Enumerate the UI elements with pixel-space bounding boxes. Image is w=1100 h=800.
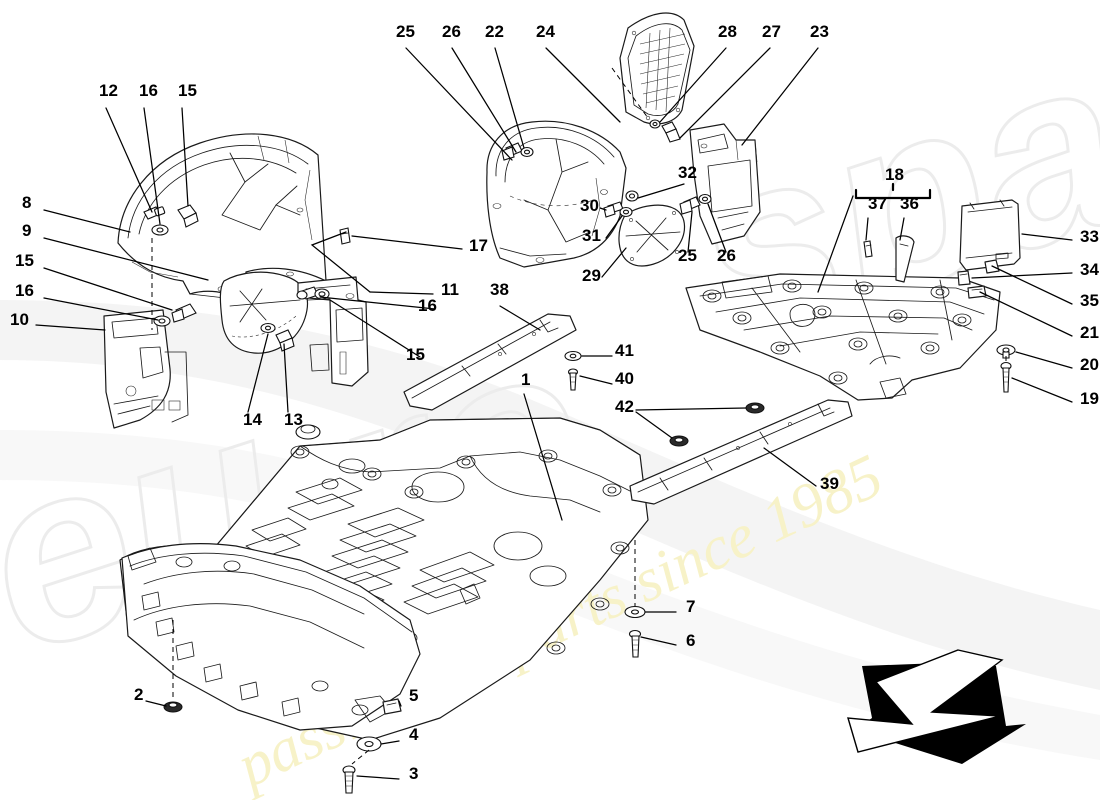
grommet-42-a — [745, 402, 765, 414]
bolt-19 — [1000, 361, 1012, 393]
parts-geometry-layer — [103, 12, 1021, 794]
callout-21: 21 — [1080, 323, 1099, 342]
washer-7 — [624, 605, 646, 619]
callout-29: 29 — [582, 266, 601, 285]
grommet-32 — [625, 190, 639, 202]
callout-1: 1 — [521, 370, 530, 389]
callout-32: 32 — [678, 163, 697, 182]
grommet-42-b — [669, 435, 689, 447]
callout-8: 8 — [22, 193, 31, 212]
callout-35: 35 — [1080, 291, 1099, 310]
left-lower-splash-guard — [103, 309, 189, 429]
callout-19: 19 — [1080, 389, 1099, 408]
callout-3: 3 — [409, 764, 418, 783]
clip-34 — [957, 270, 971, 286]
callout-22: 22 — [485, 22, 504, 41]
callout-25: 25 — [396, 22, 415, 41]
right-wheelhouse-liner — [486, 120, 627, 268]
fastener-25-right-liner — [520, 146, 534, 158]
left-wheelhouse-liner — [117, 133, 327, 301]
bolt-16-shield — [296, 286, 319, 300]
callout-4: 4 — [409, 725, 419, 744]
callout-14: 14 — [243, 410, 262, 429]
leader-lines — [35, 47, 1073, 780]
washer-4 — [356, 736, 382, 752]
callout-40: 40 — [615, 369, 634, 388]
callout-34: 34 — [1080, 260, 1099, 279]
washer-16-lower-left — [153, 315, 171, 327]
callout-9: 9 — [22, 221, 31, 240]
bolt-40 — [567, 368, 579, 391]
narrow-strip-39 — [629, 399, 853, 505]
callout-2: 2 — [134, 685, 143, 704]
bolt-15-lower-left — [171, 303, 197, 323]
pad-top-tray — [295, 424, 321, 440]
grommet-2 — [163, 701, 183, 713]
front-lower-spoiler — [121, 543, 421, 731]
callout-24: 24 — [536, 22, 555, 41]
callout-33: 33 — [1080, 227, 1099, 246]
fastener-28 — [649, 119, 661, 129]
washer-26b — [698, 193, 712, 205]
washer-41 — [564, 350, 582, 362]
callout-25-b: 25 — [678, 246, 697, 265]
callout-20: 20 — [1080, 355, 1099, 374]
callout-7: 7 — [686, 597, 695, 616]
left-rear-shield — [297, 276, 369, 387]
callout-42: 42 — [615, 397, 634, 416]
callout-41: 41 — [615, 341, 634, 360]
callout-36: 36 — [900, 194, 919, 213]
callout-37: 37 — [868, 194, 887, 213]
callout-numbers: 1 2 3 4 5 6 7 8 9 10 11 12 13 14 15 16 1… — [10, 22, 1099, 783]
callout-26-b: 26 — [717, 246, 736, 265]
callout-38: 38 — [490, 280, 509, 299]
air-intake-grille — [619, 12, 695, 125]
fastener-17 — [339, 227, 351, 245]
callout-5: 5 — [409, 686, 418, 705]
fastener-15-left — [151, 224, 169, 236]
bolt-15-left — [177, 204, 199, 228]
fastener-37 — [863, 240, 873, 258]
callout-13: 13 — [284, 410, 303, 429]
washer-31 — [619, 206, 633, 218]
bolt-30 — [603, 201, 624, 218]
callout-39: 39 — [820, 474, 839, 493]
side-cover-panel-33 — [959, 199, 1021, 271]
callout-11: 11 — [441, 280, 459, 299]
callout-12: 12 — [99, 81, 118, 100]
callout-16-c: 16 — [418, 296, 437, 315]
bolt-13 — [275, 329, 295, 352]
callout-27: 27 — [762, 22, 781, 41]
direction-arrow — [847, 649, 1026, 764]
callout-15: 15 — [178, 81, 197, 100]
callout-18: 18 — [885, 165, 904, 184]
callout-17: 17 — [469, 236, 488, 255]
bolt-27 — [661, 121, 681, 143]
callout-30: 30 — [580, 196, 599, 215]
callout-6: 6 — [686, 631, 695, 650]
callout-16-b: 16 — [15, 281, 34, 300]
fastener-16-left — [143, 206, 166, 220]
screw-6 — [628, 629, 642, 658]
callout-31: 31 — [582, 226, 601, 245]
callout-23: 23 — [810, 22, 829, 41]
clip-21 — [967, 285, 987, 299]
bolt-25b — [679, 196, 701, 215]
callout-15-c: 15 — [406, 345, 425, 364]
seal-36 — [895, 235, 915, 283]
clip-5 — [382, 698, 402, 715]
screw-3 — [342, 765, 356, 794]
washer-14 — [260, 322, 276, 334]
callout-10: 10 — [10, 310, 29, 329]
centre-narrow-panel-38 — [403, 313, 577, 411]
washer-20 — [996, 344, 1016, 359]
callout-28: 28 — [718, 22, 737, 41]
callout-26: 26 — [442, 22, 461, 41]
washer-15-shield — [314, 288, 330, 300]
callout-15-b: 15 — [15, 251, 34, 270]
callout-16: 16 — [139, 81, 158, 100]
rear-centre-undertray — [685, 273, 1001, 401]
